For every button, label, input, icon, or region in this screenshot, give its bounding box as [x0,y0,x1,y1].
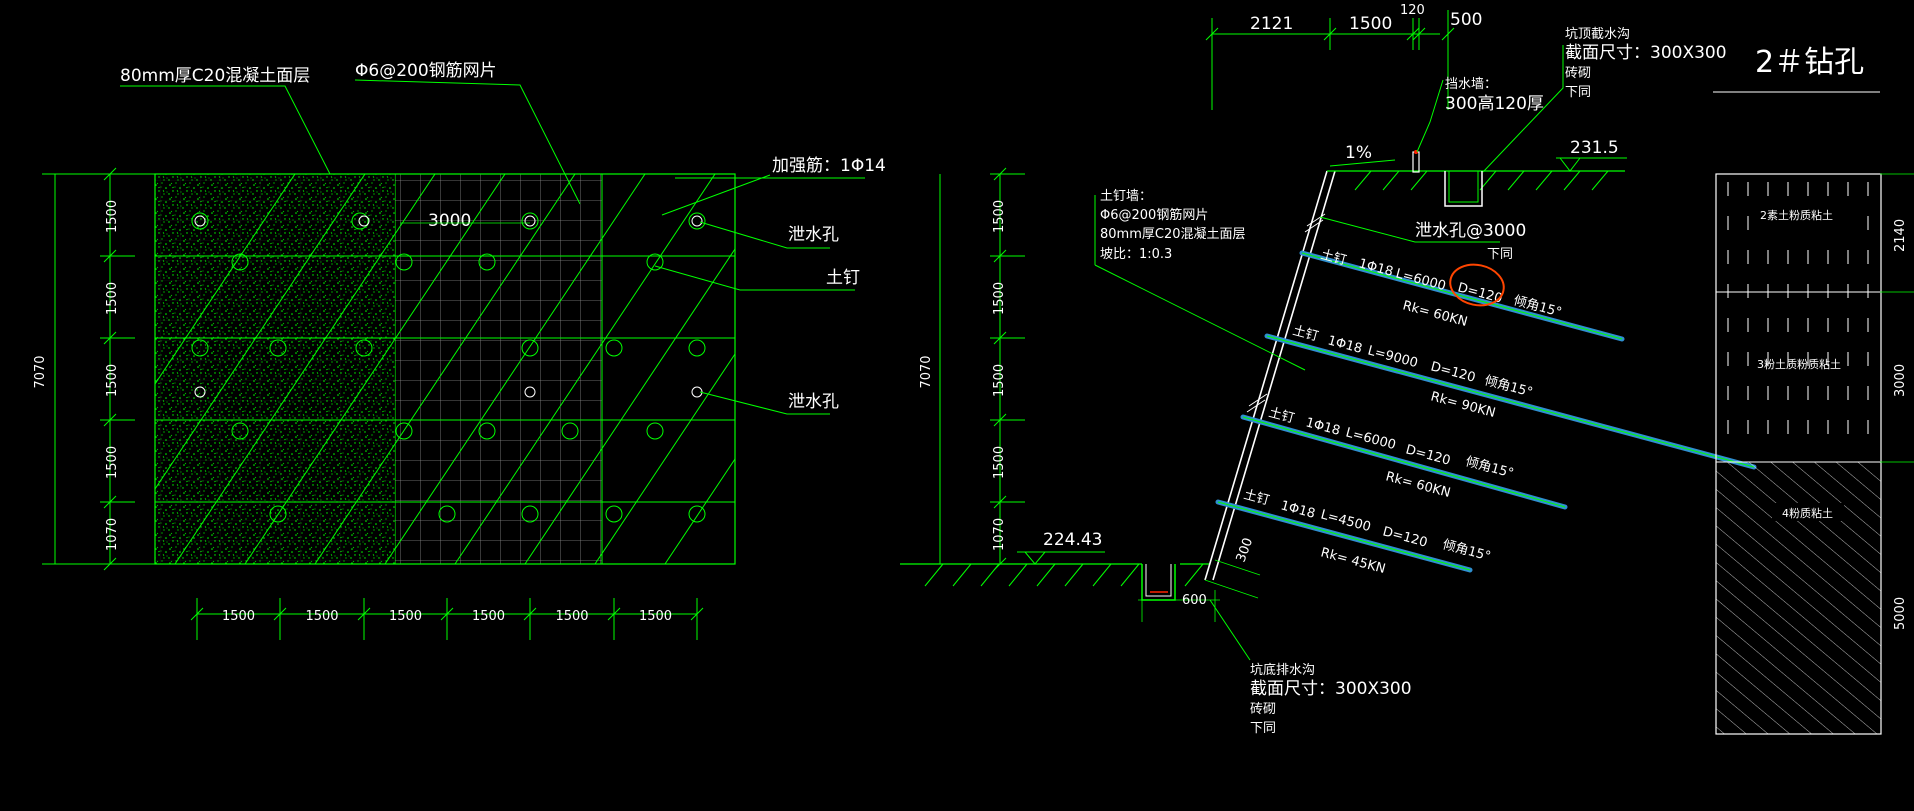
elevation-row-height: 1070 [105,518,120,551]
layer-symbols [1727,182,1869,434]
elevation-outline [154,173,736,565]
drain-hole-label-2: 泄水孔 [788,392,839,412]
nail-1-length: L=6000 [1394,266,1447,294]
mesh-label: Φ6@200钢筋网片 [355,61,497,81]
elevation-column-width: 1500 [639,609,672,624]
nail-1-bar: 1Φ18 [1357,256,1395,280]
nail-3-labels: 土钉 1Φ18 L=6000 D=120 倾角15° Rk= 60KN [1267,405,1515,501]
elevation-total-height: 7070 [33,355,48,388]
height-dimension: 1500 1500 1500 1500 1070 [100,167,135,571]
parapet-line-2: 300高120厚 [1445,94,1544,114]
elevation-column-width: 1500 [472,609,505,624]
layer-1-thickness: 2140 [1893,219,1908,252]
ditch-bottom-line-3: 砖砌 [1250,702,1276,717]
section-row-height: 1070 [992,518,1007,551]
wall-note-3: 80mm厚C20混凝土面层 [1100,226,1246,242]
width-dimension: 1500 1500 1500 1500 1500 1500 [190,598,704,640]
nail-1-label: 土钉 [1319,247,1348,268]
soil-nail-label: 土钉 [826,268,860,288]
top-dim-4: 500 [1450,10,1482,30]
elevation-column-width: 1500 [555,609,588,624]
parapet-line-1: 挡水墙： [1445,77,1497,92]
bottom-ground: 224.43 600 坑底排水沟 截面尺寸：300X300 砖砌 下同 [900,530,1412,736]
nail-4-force: Rk= 45KN [1319,545,1387,577]
top-dim-3: 120 [1400,3,1425,18]
ditch-top-line-3: 砖砌 [1565,66,1591,81]
ditch-bottom-line-2: 截面尺寸：300X300 [1250,679,1412,699]
bottom-elevation: 224.43 [1043,530,1102,550]
elevation-row-height: 1500 [105,200,120,233]
top-dim-2: 1500 [1349,14,1392,34]
soil-nail-heads [191,212,706,523]
elevation-column-width: 1500 [305,609,338,624]
nail-2-labels: 土钉 1Φ18 L=9000 D=120 倾角15° Rk= 90KN [1291,323,1534,421]
section-view: 1500 1500 1500 1500 1070 7070 224.43 600 坑底排… [900,3,1757,736]
section-row-height: 1500 [992,282,1007,315]
elevation-row-height: 1500 [105,364,120,397]
concrete-surface-area-overlay [155,174,395,564]
layer-3-thickness: 5000 [1893,597,1908,630]
elevation-row-height: 1500 [105,446,120,479]
layer-2-name: 3粉土质粉质粘土 [1757,357,1841,371]
weep-holes-note: 泄水孔@3000 下同 [1319,216,1526,262]
ditch-top-line-2: 截面尺寸：300X300 [1565,43,1727,63]
nail-1-labels: 土钉 1Φ18 L=6000 D=120 倾角15° Rk= 60KN [1319,247,1563,330]
spacing-label: 3000 [428,211,471,231]
drain-hole-label-1: 泄水孔 [788,225,839,245]
ditch-width: 600 [1182,593,1207,608]
reinforcement-bars [155,174,735,564]
section-total-height: 7070 [919,355,934,388]
reinforcement-label: 加强筋：1Φ14 [772,156,886,176]
row-lines [155,255,735,503]
soil-nail-bars [1215,250,1757,573]
elevation-column-width: 1500 [389,609,422,624]
section-height-dimension: 1500 1500 1500 1500 1070 [990,167,1025,571]
nail-4-angle: 倾角15° [1441,537,1492,564]
ditch-bottom-line-1: 坑底排水沟 [1250,662,1315,678]
section-row-height: 1500 [992,446,1007,479]
wall-notes: 土钉墙： Φ6@200钢筋网片 80mm厚C20混凝土面层 坡比：1:0.3 [1094,189,1306,371]
weep-hole-line-2: 下同 [1487,247,1513,262]
wall-note-4: 坡比：1:0.3 [1100,247,1172,262]
borehole-column: 2＃钻孔 2素土粉质粘土 3粉土质粉质粘土 4粉质粘土 2140 3000 50… [1713,45,1914,735]
nail-3-label: 土钉 [1267,405,1296,426]
elevation-column-width: 1500 [222,609,255,624]
ditch-bottom-line-4: 下同 [1250,721,1276,736]
ditch-top-line-1: 坑顶截水沟 [1565,27,1630,42]
ditch-top-line-4: 下同 [1565,85,1591,100]
surface-label: 80mm厚C20混凝土面层 [120,66,310,86]
nail-3-angle: 倾角15° [1464,454,1515,481]
slope-mark: 1% [1345,143,1372,163]
highlight-circle [1449,263,1505,307]
nail-4-label: 土钉 [1242,487,1271,508]
elevation-row-height: 1500 [105,282,120,315]
wall-note-2: Φ6@200钢筋网片 [1100,207,1208,223]
top-elevation: 231.5 [1570,138,1619,158]
layer-2-thickness: 3000 [1893,364,1908,397]
top-ground: 1% 231.5 2121 1500 120 500 坑顶截水沟 截面尺寸：30… [1205,3,1727,207]
borehole-title: 2＃钻孔 [1755,45,1864,80]
section-row-height: 1500 [992,364,1007,397]
layer-3-name: 4粉质粘土 [1782,506,1833,520]
layer-1-name: 2素土粉质粘土 [1760,208,1833,222]
section-row-height: 1500 [992,200,1007,233]
nail-2-label: 土钉 [1291,323,1320,344]
wall-note-1: 土钉墙： [1100,189,1152,204]
toe-dimension: 300 [1234,536,1257,564]
weep-hole-line-1: 泄水孔@3000 [1415,221,1526,241]
nail-1-force: Rk= 60KN [1401,298,1469,330]
top-dim-1: 2121 [1250,14,1293,34]
